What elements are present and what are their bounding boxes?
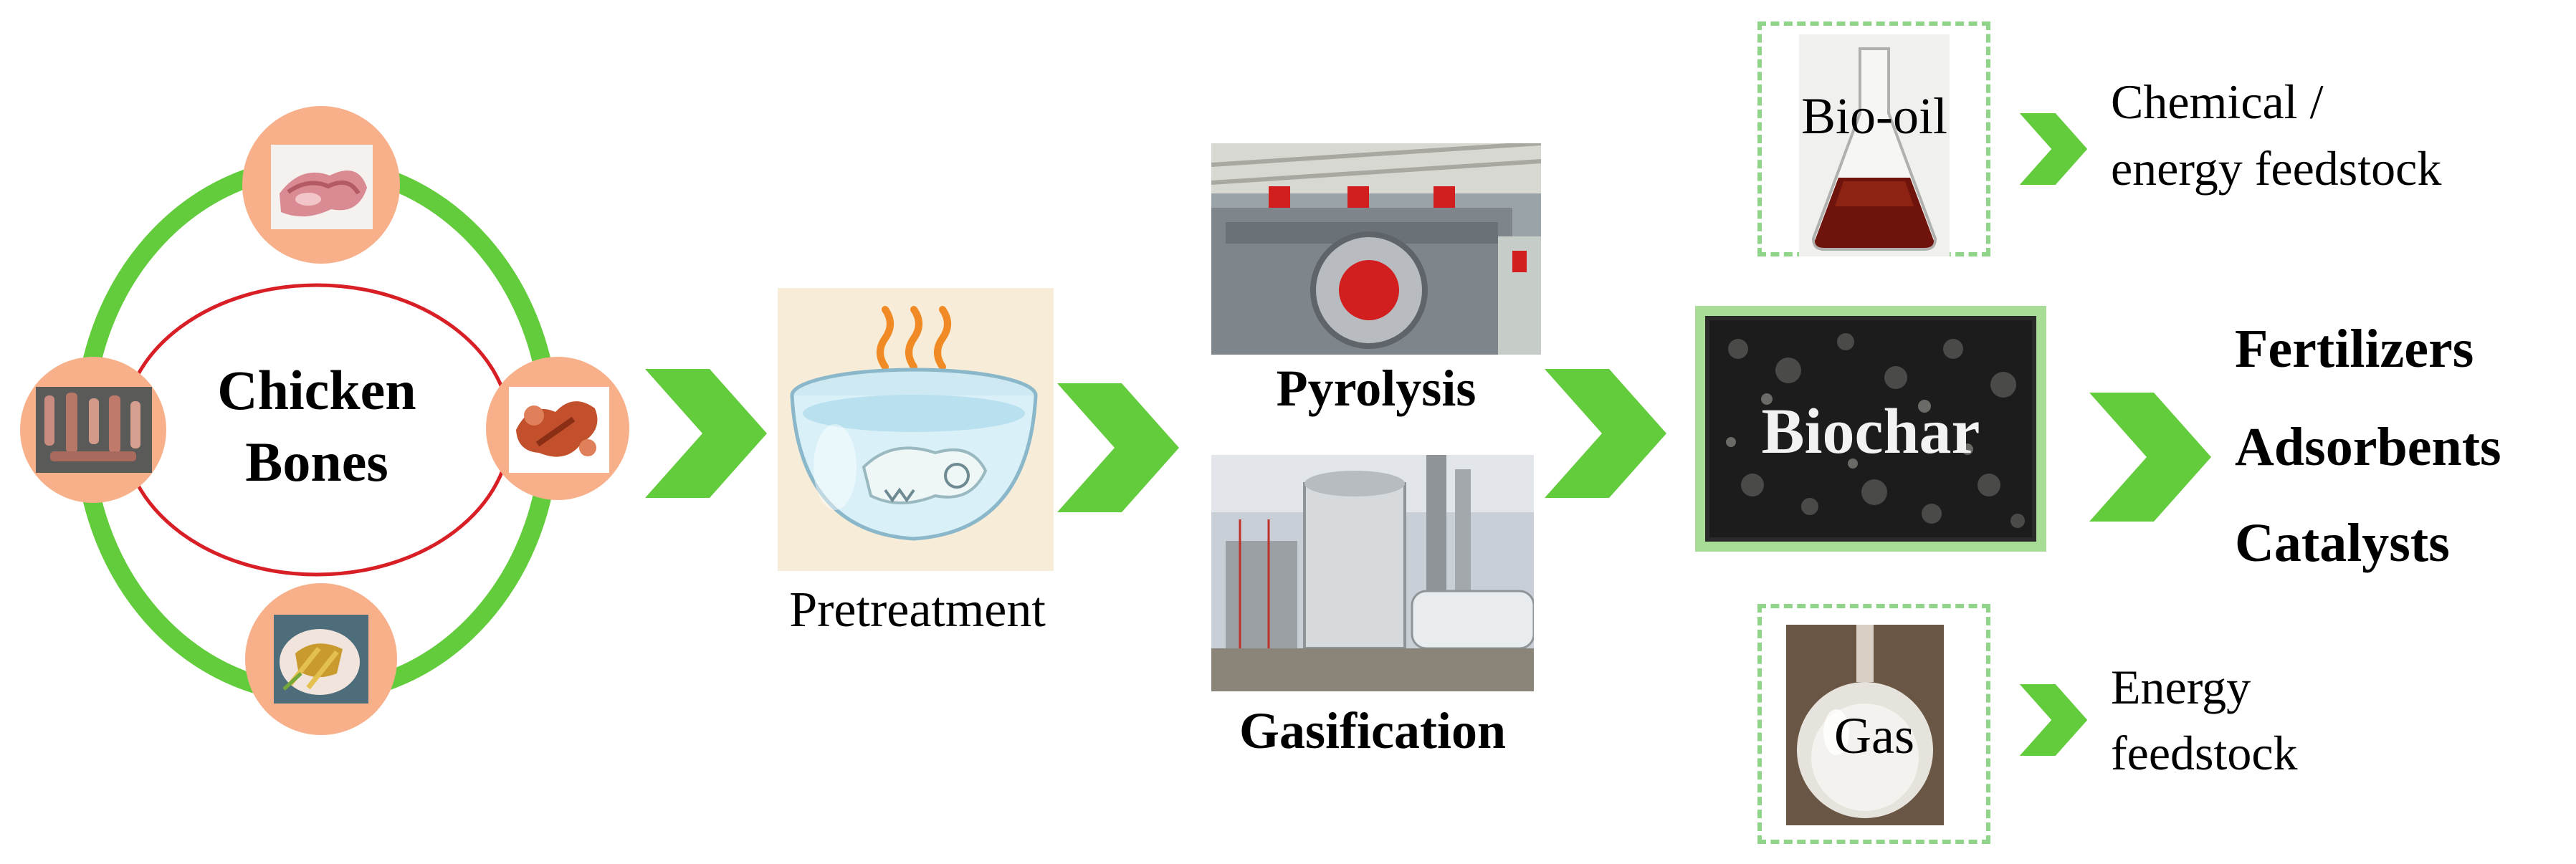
bio-oil-flask-photo [1799, 34, 1950, 256]
raw-bones-photo [271, 145, 373, 229]
gasification-label: Gasification [1239, 702, 1506, 759]
chevron-arrow-icon [2089, 393, 2211, 522]
chevron-arrow-icon [2019, 113, 2088, 185]
arrow-bio-oil-to-uses [2018, 113, 2089, 185]
biochar-use-catalysts: Catalysts [2235, 513, 2450, 573]
gas-use-line1: Energy [2111, 660, 2251, 714]
bio-oil-label: Bio-oil [1800, 87, 1947, 145]
biochar-use-fertilizers: Fertilizers [2235, 319, 2474, 379]
chevron-arrow-icon [645, 369, 767, 498]
gas-flask-photo [1786, 625, 1944, 825]
arrow-processes-to-biochar [1545, 369, 1666, 498]
pyrolysis-label: Pyrolysis [1276, 360, 1477, 417]
gas-box [1757, 604, 1990, 844]
pretreatment-label: Pretreatment [789, 582, 1046, 638]
bio-oil-use-line1: Chemical / [2111, 75, 2324, 129]
biochar-photo [1709, 320, 2032, 537]
arrow-pretreatment-to-processes [1057, 383, 1179, 512]
bio-oil-use-line2: energy feedstock [2111, 141, 2442, 196]
arrow-gas-to-uses [2018, 684, 2089, 756]
gas-label: Gas [1834, 707, 1914, 764]
plate-bones-photo [274, 615, 368, 704]
gasification-plant-photo [1211, 455, 1534, 691]
chevron-arrow-icon [2019, 684, 2088, 756]
arrow-biochar-to-uses [2089, 393, 2211, 522]
arrow-bones-to-pretreatment [645, 369, 767, 498]
biochar-label: Biochar [1761, 396, 1980, 467]
steam-icon [877, 306, 894, 370]
chicken-bones-cycle [20, 106, 629, 735]
leg-bones-photo [36, 387, 152, 473]
chevron-arrow-icon [1545, 369, 1666, 498]
cooked-bones-photo [509, 387, 609, 473]
chevron-arrow-icon [1057, 383, 1179, 512]
gas-use-line2: feedstock [2111, 726, 2298, 780]
pretreatment-bowl-illustration [778, 288, 1054, 571]
chicken-bones-title-line2: Bones [245, 431, 388, 493]
chicken-bones-title-line1: Chicken [217, 359, 416, 421]
biochar-use-adsorbents: Adsorbents [2235, 417, 2501, 477]
pyrolysis-reactor-photo [1211, 143, 1541, 355]
